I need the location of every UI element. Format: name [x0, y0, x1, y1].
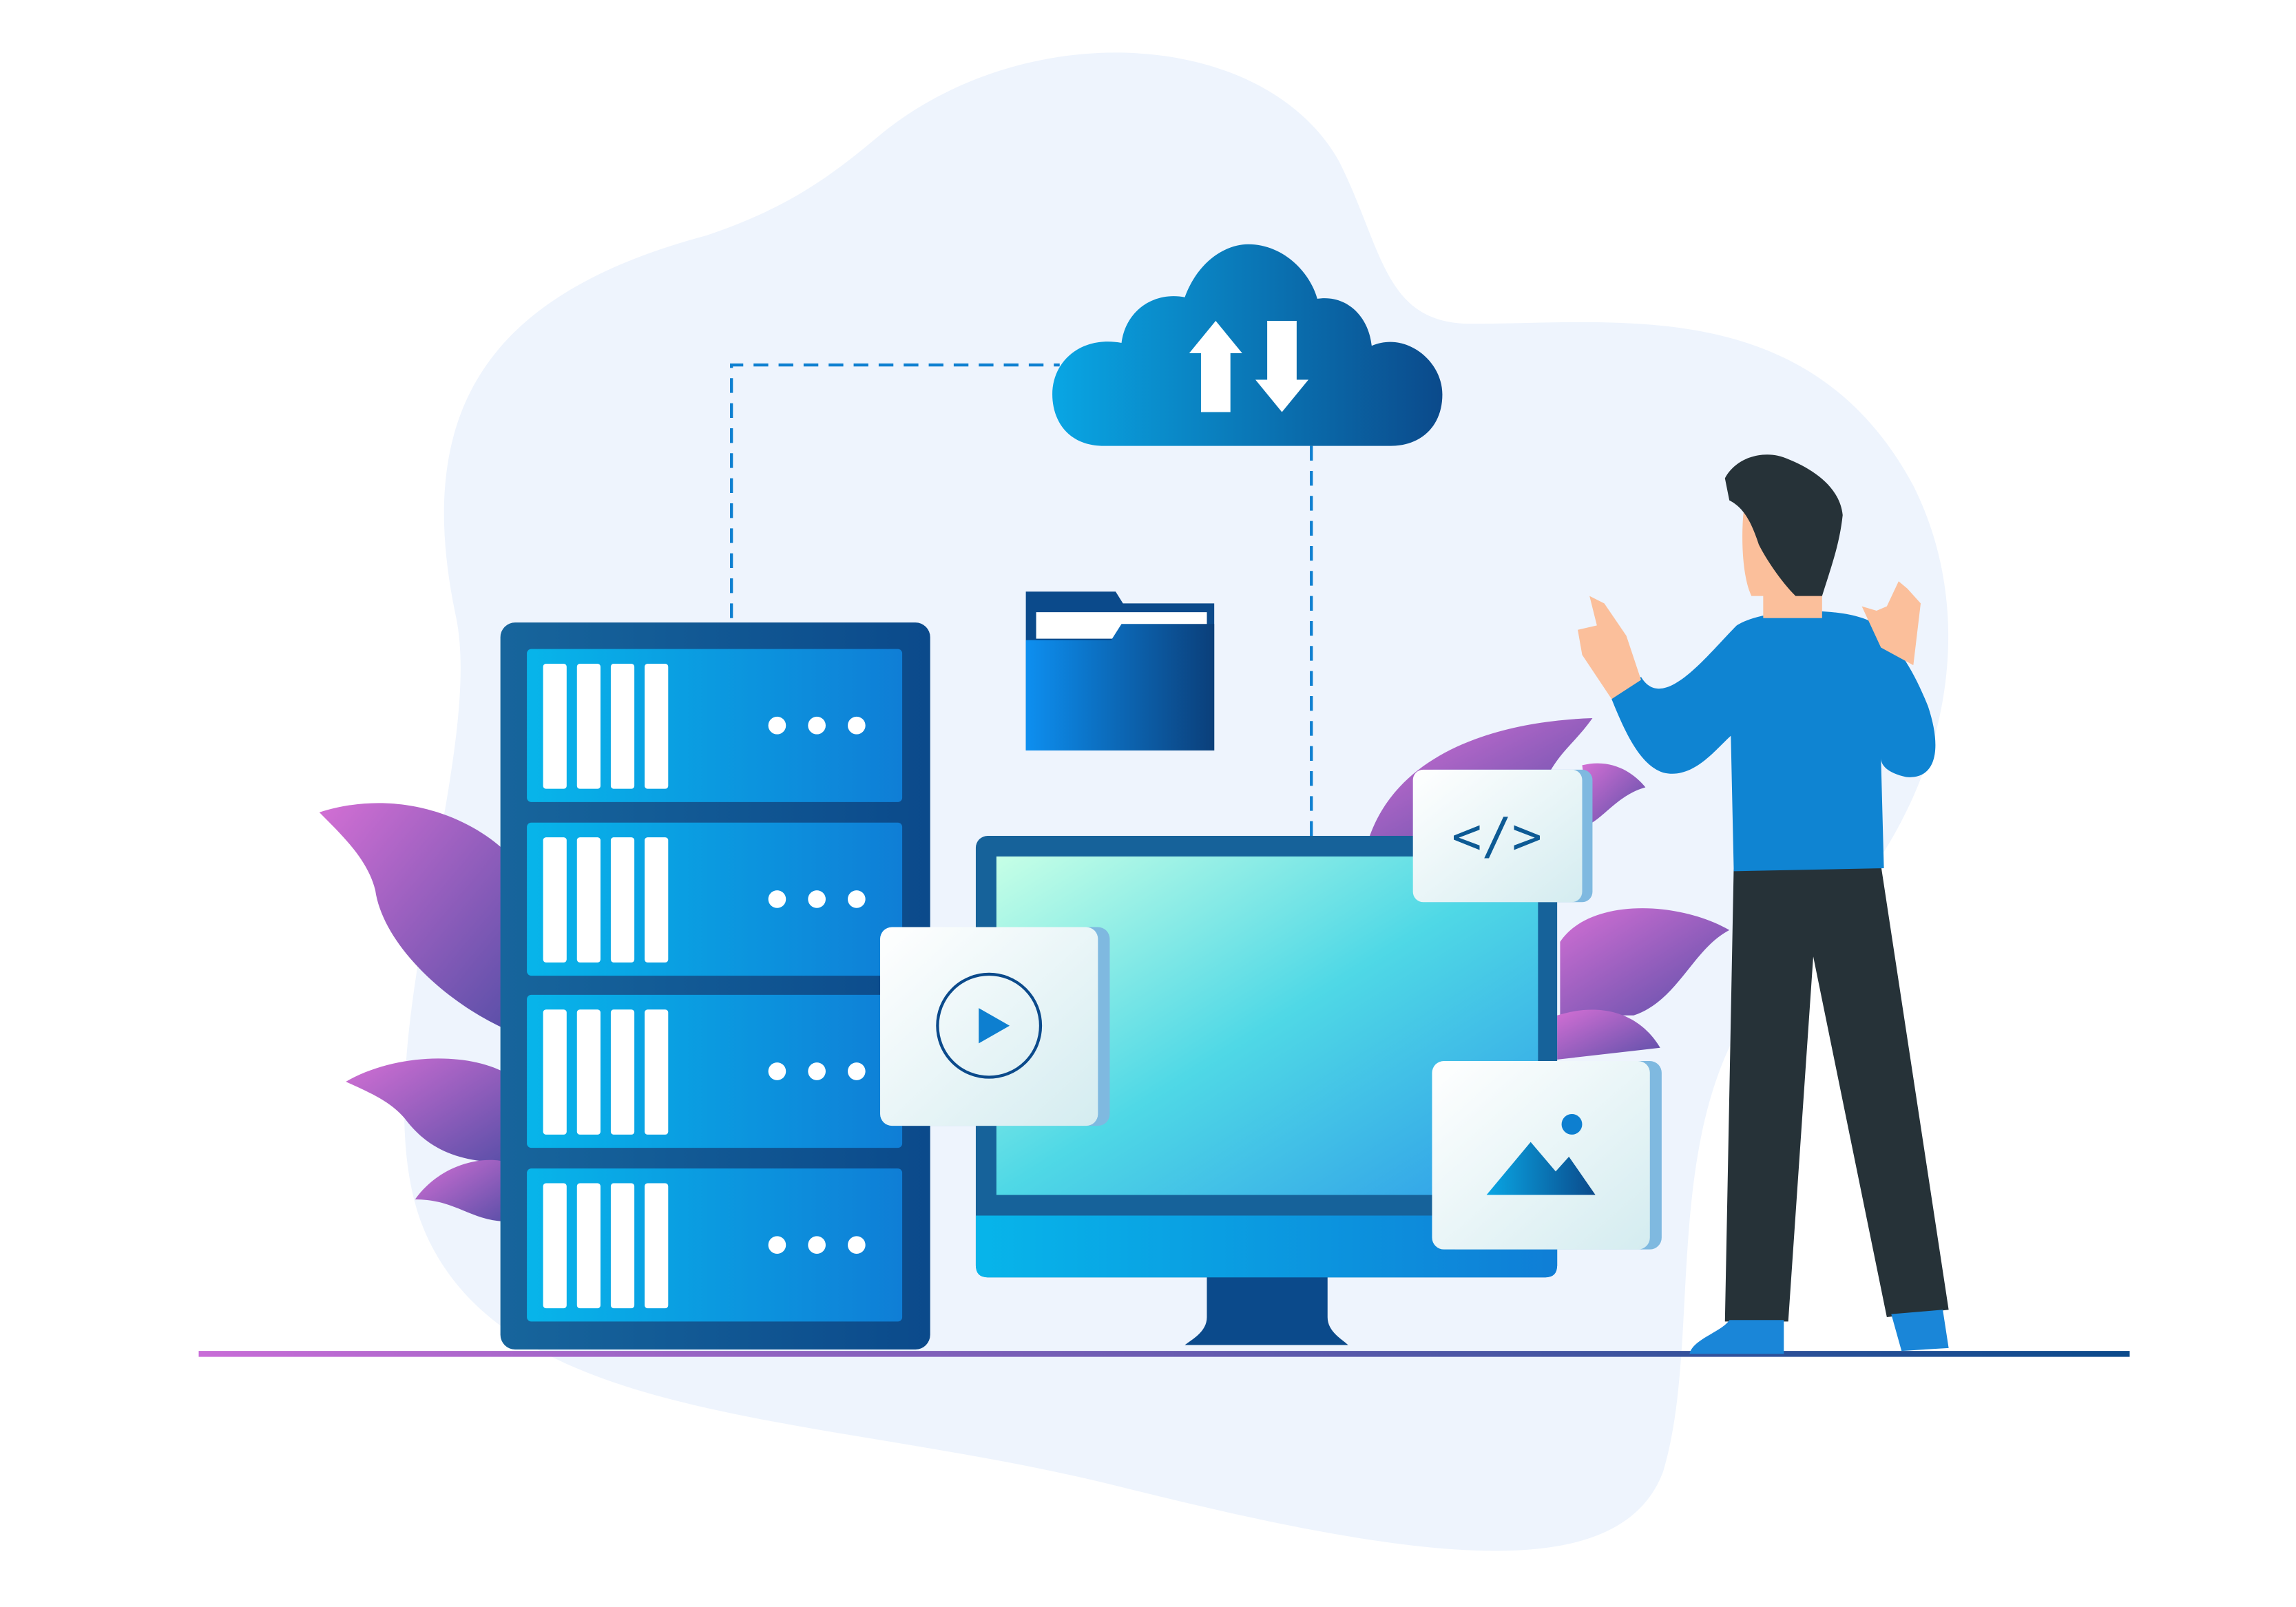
status-light	[848, 1236, 866, 1254]
download-arrow-icon	[1255, 320, 1308, 412]
status-light	[808, 716, 826, 735]
video-card	[880, 927, 1110, 1126]
drive-bay	[645, 1009, 669, 1135]
status-light	[808, 1236, 826, 1254]
server-unit	[527, 649, 903, 802]
drive-bay	[645, 1183, 669, 1309]
server-unit	[527, 1168, 903, 1322]
dashed-connectors	[730, 363, 1313, 839]
drive-bay	[576, 1009, 601, 1135]
server-unit	[527, 822, 903, 976]
image-icon	[1486, 1113, 1596, 1195]
folder-icon	[1025, 591, 1215, 751]
drive-bay	[610, 1009, 635, 1135]
status-light	[808, 890, 826, 908]
status-light	[848, 1062, 866, 1080]
status-light	[768, 1062, 786, 1080]
code-icon: </>	[1452, 808, 1542, 866]
status-light	[848, 716, 866, 735]
server-rack	[500, 622, 930, 1349]
drive-bay	[645, 663, 669, 789]
person	[1578, 454, 1949, 1354]
code-card: </>	[1412, 769, 1593, 903]
drive-bay	[610, 837, 635, 963]
drive-bay	[543, 837, 567, 963]
ground-line	[198, 1351, 2130, 1357]
status-light	[848, 890, 866, 908]
image-card	[1432, 1061, 1662, 1250]
drive-bay	[543, 663, 567, 789]
drive-bay	[576, 837, 601, 963]
status-light	[768, 1236, 786, 1254]
drive-bay	[543, 1009, 567, 1135]
status-light	[808, 1062, 826, 1080]
drive-bay	[610, 663, 635, 789]
drive-bay	[543, 1183, 567, 1309]
status-light	[768, 890, 786, 908]
upload-arrow-icon	[1189, 320, 1242, 412]
server-unit	[527, 994, 903, 1148]
play-icon	[979, 1008, 1010, 1044]
drive-bay	[645, 837, 669, 963]
drive-bay	[576, 663, 601, 789]
status-light	[768, 716, 786, 735]
left-plant	[319, 803, 508, 1222]
drive-bay	[610, 1183, 635, 1309]
drive-bay	[576, 1183, 601, 1309]
cloud-sync-icon	[1052, 244, 1443, 446]
